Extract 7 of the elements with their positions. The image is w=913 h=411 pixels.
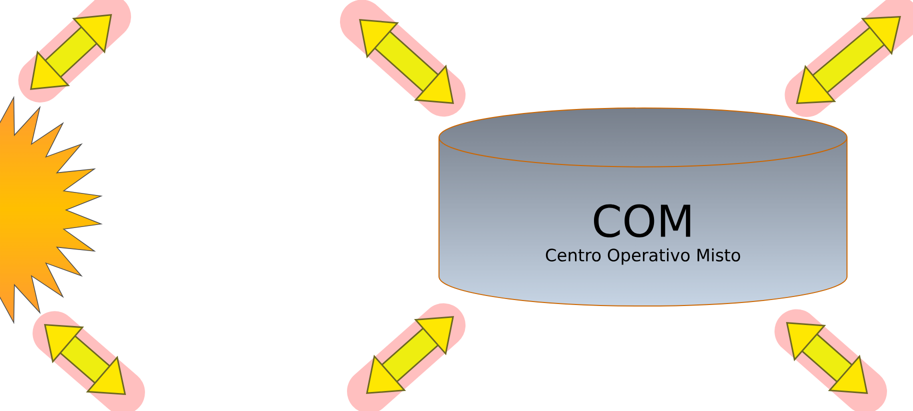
cylinder: COM Centro Operativo Misto: [438, 108, 848, 307]
double-arrow: [347, 303, 466, 411]
double-arrow: [18, 0, 132, 102]
double-arrow: [784, 0, 913, 117]
double-arrow: [340, 0, 466, 117]
double-arrow: [32, 311, 145, 411]
double-arrow: [774, 309, 887, 411]
